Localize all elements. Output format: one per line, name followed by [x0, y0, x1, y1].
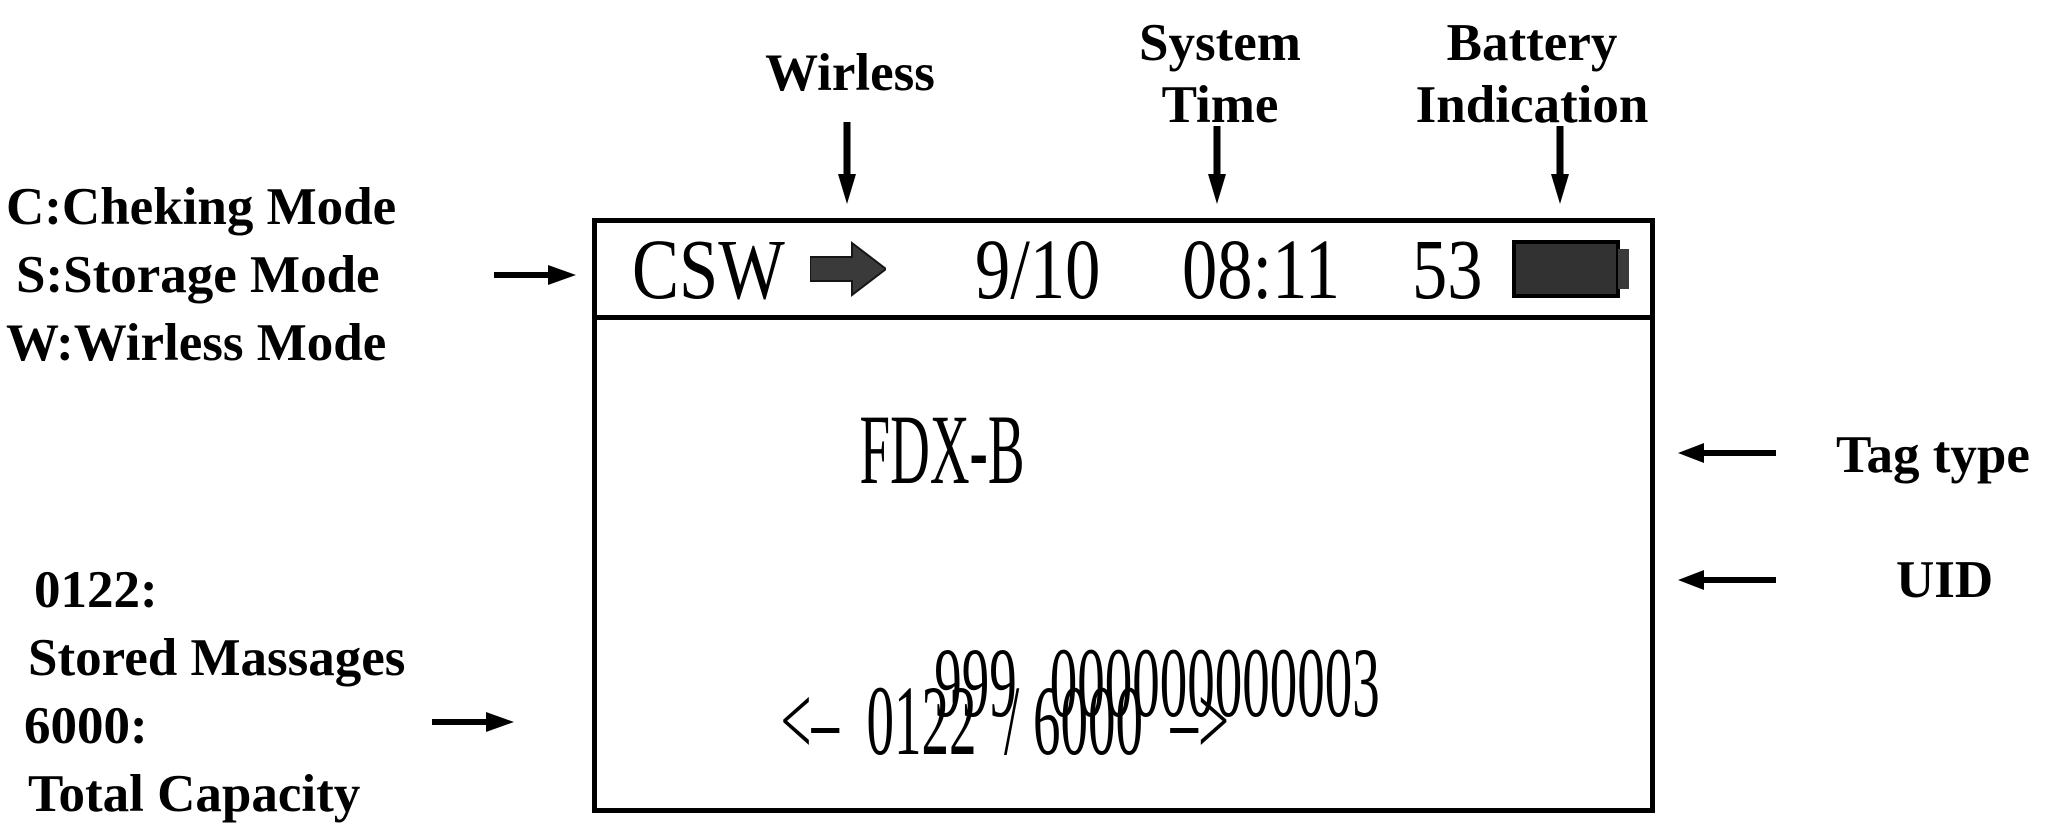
battery-icon [1512, 240, 1629, 298]
mode-legend-wireless: W:Wirless Mode [6, 314, 387, 372]
mode-legend-checking: C:Cheking Mode [6, 178, 397, 236]
left-arrow-icon [1676, 441, 1776, 465]
system-time-callout-label: System Time [1139, 14, 1301, 134]
uid-value-text: 000000000003 [1049, 627, 1380, 738]
uid-text: 999 000000000003 [597, 533, 1380, 831]
tag-type-text: FDX-B [859, 394, 1025, 505]
battery-terminal [1618, 249, 1629, 289]
record-pager-text: <– 0122 / 6000 –> [780, 665, 1230, 776]
mode-legend-storage: S:Storage Mode [16, 246, 380, 304]
time-text: 08:11 [1182, 221, 1341, 317]
status-bar: CSW 9/10 08:11 53 [597, 223, 1650, 320]
down-arrow-icon [1206, 126, 1228, 204]
date-text: 9/10 [975, 221, 1101, 317]
uid-prefix-text: 999 [934, 627, 1017, 738]
mode-indicator-text: CSW [632, 221, 785, 317]
stored-count-value: 0122: [34, 561, 158, 619]
capacity-label: Total Capacity [28, 765, 361, 823]
stored-count-label: Stored Massages [28, 629, 406, 687]
battery-percent-text: 53 [1412, 221, 1483, 317]
tag-type-callout-label: Tag type [1836, 426, 2030, 484]
capacity-value: 6000: [24, 697, 148, 755]
uid-callout-label: UID [1896, 551, 1994, 609]
wireless-callout-label: Wirless [765, 44, 935, 102]
down-arrow-icon [836, 122, 858, 204]
wireless-status-arrow-icon [810, 240, 886, 298]
right-arrow-icon [432, 708, 514, 736]
left-arrow-icon [1676, 568, 1776, 592]
storage-legend: 0122: Stored Massages 6000: Total Capaci… [24, 556, 405, 828]
mode-legend: C:Cheking Mode S:Storage Mode W:Wirless … [6, 173, 396, 377]
down-arrow-icon [1549, 126, 1571, 204]
battery-indication-callout-label: Battery Indication [1415, 14, 1649, 134]
right-arrow-icon [494, 261, 576, 289]
